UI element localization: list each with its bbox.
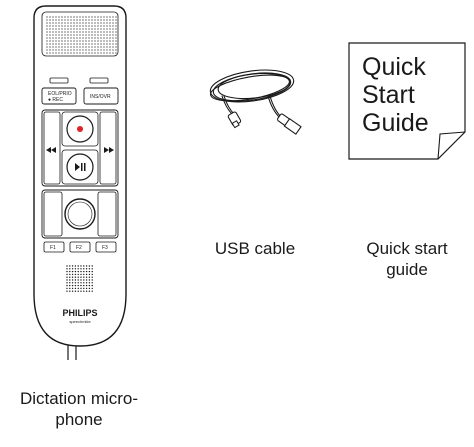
guide-cover-line3: Guide [362, 109, 429, 137]
record-button[interactable] [61, 111, 99, 147]
svg-text:F2: F2 [76, 245, 82, 251]
svg-text:EOL/PRIO: EOL/PRIO [48, 91, 72, 97]
brand-logo: PHILIPS [62, 308, 97, 318]
trackpad[interactable] [41, 189, 119, 239]
usb-cable-icon [209, 69, 302, 135]
guide-cover-line1: Quick [362, 53, 426, 81]
ins-ovr-button[interactable]: INS/OVR [83, 87, 119, 105]
quick-start-guide-booklet: Quick Start Guide [348, 42, 466, 160]
guide-cover-line2: Start [362, 81, 415, 109]
play-pause-button[interactable] [61, 149, 99, 185]
play-pause-icon [75, 163, 86, 171]
dictation-microphone-caption: Dictation micro- phone [19, 389, 139, 429]
quick-start-guide-figure: Quick Start Guide [348, 42, 466, 160]
svg-text:● REC: ● REC [48, 97, 63, 103]
usb-cable-figure [198, 56, 308, 140]
usb-a-connector [277, 113, 302, 135]
rewind-button[interactable] [43, 111, 61, 185]
microphone-grille [66, 265, 93, 292]
eol-prio-rec-button[interactable]: EOL/PRIO ● REC [41, 87, 77, 105]
f3-button[interactable]: F3 [95, 241, 117, 253]
top-grille [41, 11, 119, 57]
usb-cable-caption: USB cable [214, 239, 296, 258]
svg-text:INS/OVR: INS/OVR [90, 94, 111, 100]
svg-text:F3: F3 [102, 245, 108, 251]
sub-brand: speechmike [69, 319, 91, 324]
fast-forward-button[interactable] [99, 111, 117, 185]
dictation-microphone-illustration: EOL/PRIO ● REC INS/OVR [33, 5, 127, 360]
rewind-icon [46, 147, 56, 153]
trackpad-icon [64, 198, 96, 230]
f1-button[interactable]: F1 [43, 241, 65, 253]
quick-start-guide-caption: Quick start guide [366, 239, 448, 279]
fast-forward-icon [104, 147, 114, 153]
svg-text:F1: F1 [50, 245, 56, 251]
record-icon [77, 126, 83, 132]
f2-button[interactable]: F2 [69, 241, 91, 253]
micro-usb-connector [227, 111, 242, 129]
dictation-microphone-figure: EOL/PRIO ● REC INS/OVR [20, 4, 140, 360]
